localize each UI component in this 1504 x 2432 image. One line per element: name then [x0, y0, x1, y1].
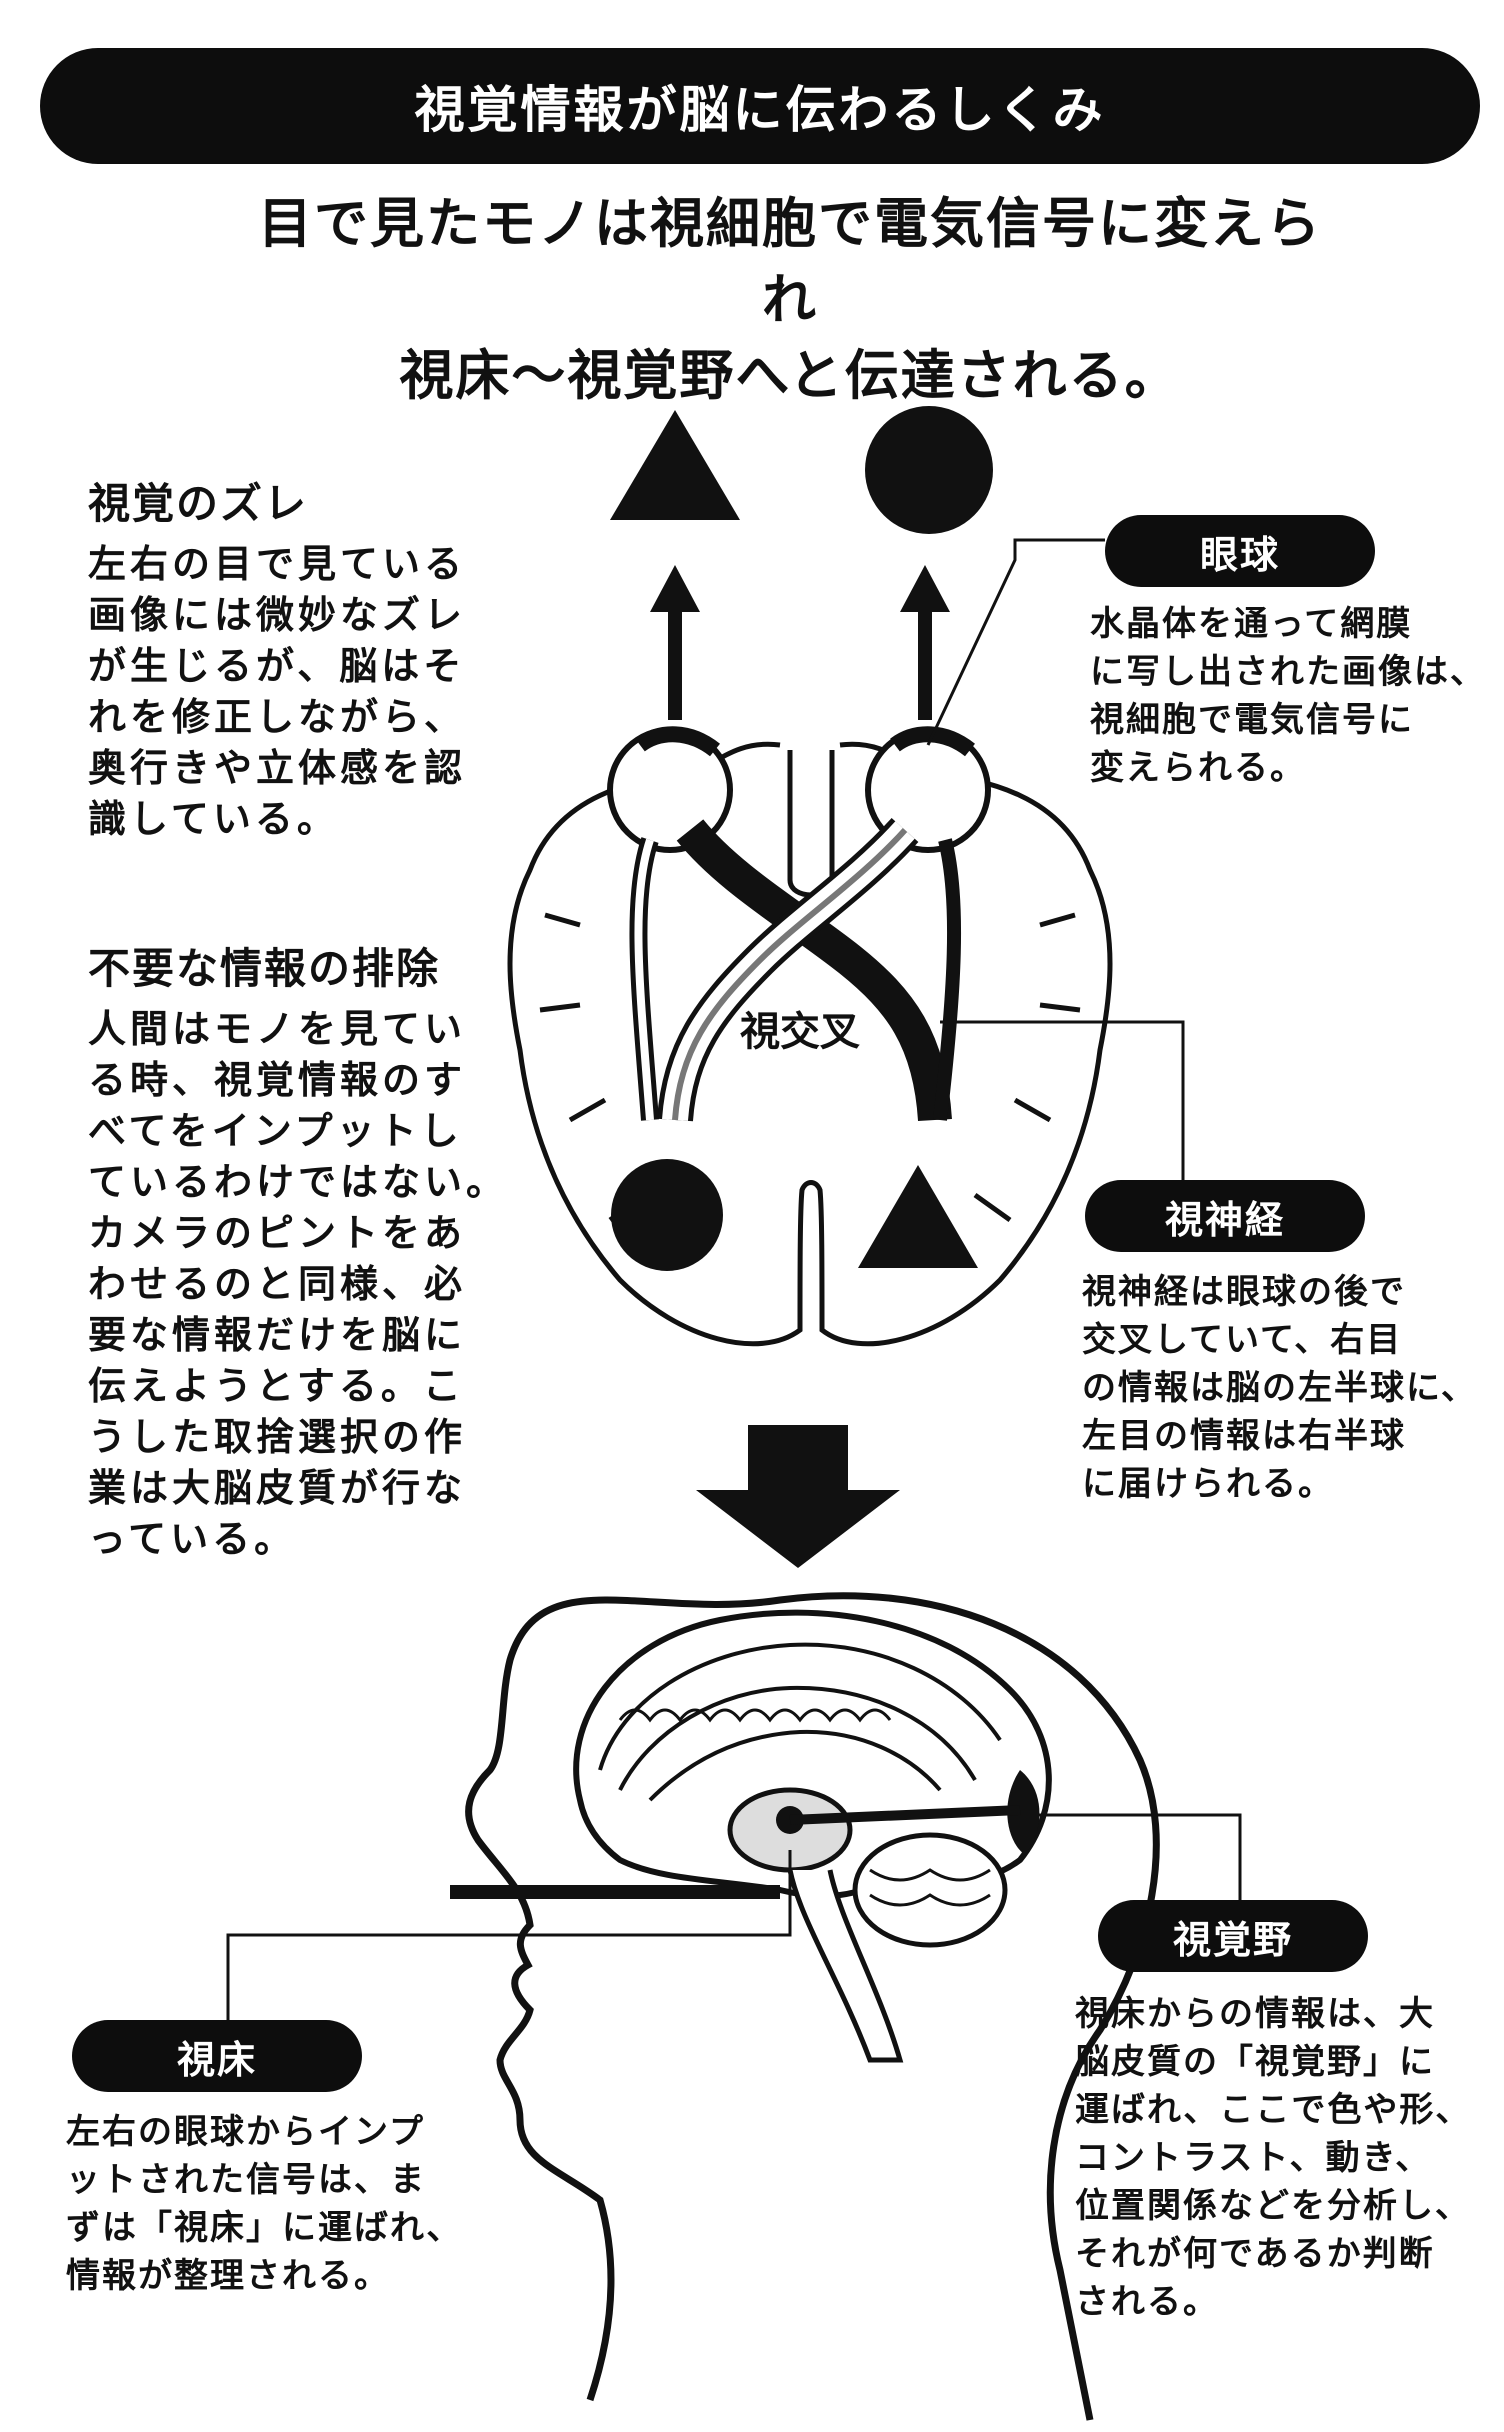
- note-exclusion-heading: 不要な情報の排除: [88, 944, 441, 993]
- thalamus-label-pill: 視床: [72, 2020, 362, 2092]
- brain-sagittal-view: [573, 1609, 1052, 2063]
- circle-object-right: [865, 406, 993, 534]
- up-arrow-right: [900, 565, 950, 720]
- eyeball-right: [865, 726, 991, 853]
- brain-fissure-top: [787, 750, 835, 898]
- note-visual-shift: 視覚のズレ 左右の目で見ている 画像には微妙なズレ が生じるが、脳はそ れを修正…: [88, 470, 508, 845]
- note-visual-shift-heading: 視覚のズレ: [88, 479, 309, 528]
- eyeball-description: 水晶体を通って網膜 に写し出された画像は、 視細胞で電気信号に 変えられる。: [1090, 604, 1486, 788]
- optic-chiasm-label: 視交叉: [740, 1009, 860, 1055]
- optic-nerve-label: 視神経: [1164, 1197, 1285, 1242]
- thalamus-label: 視床: [176, 2037, 257, 2082]
- optic-nerve-label-pill: 視神経: [1085, 1180, 1365, 1252]
- page-title: 視覚情報が脳に伝わるしくみ: [414, 81, 1106, 139]
- eyeball-label-pill: 眼球: [1105, 515, 1375, 587]
- circle-projection-left: [611, 1159, 723, 1271]
- eyeball-leader-line: [926, 538, 1105, 746]
- subtitle-line-1: 目で見たモノは視細胞で電気信号に変えられ: [258, 192, 1322, 331]
- brain-top-view-outline: [507, 741, 1113, 1347]
- eyeball-label: 眼球: [1199, 532, 1280, 577]
- visual-cortex-label: 視覚野: [1172, 1917, 1293, 1962]
- optic-nerves: [629, 817, 962, 1122]
- note-exclusion: 不要な情報の排除 人間はモノを見てい る時、視覚情報のす べてをインプットし て…: [88, 935, 528, 1565]
- thalamus-description: 左右の眼球からインプ ットされた信号は、ま ずは「視床」に運ばれ、 情報が整理さ…: [66, 2112, 463, 2296]
- triangle-projection-right: [858, 1165, 978, 1268]
- visual-cortex-label-pill: 視覚野: [1098, 1900, 1368, 1972]
- optic-nerve-description: 視神経は眼球の後で 交叉していて、右目 の情報は脳の左半球に、 左目の情報は右半…: [1082, 1272, 1477, 1504]
- subtitle: 目で見たモノは視細胞で電気信号に変えられ 視床〜視覚野へと伝達される。: [250, 186, 1330, 414]
- thalamus-to-cortex-ray: [789, 1805, 1021, 1825]
- title-banner: 視覚情報が脳に伝わるしくみ: [40, 48, 1480, 164]
- up-arrow-left: [650, 565, 700, 720]
- visual-cortex-description: 視床からの情報は、大 脳皮質の「視覚野」に 運ばれ、ここで色や形、 コントラスト…: [1075, 1994, 1472, 2322]
- triangle-object-left: [610, 410, 740, 520]
- head-silhouette-outline: [465, 1592, 1160, 2421]
- eyeball-left: [607, 726, 733, 853]
- note-exclusion-body: 人間はモノを見てい る時、視覚情報のす べてをインプットし ているわけではない。…: [88, 1007, 509, 1561]
- optic-nerve-leader-line: [940, 1020, 1185, 1195]
- down-arrow: [696, 1425, 900, 1568]
- visual-cortex-leader-line: [1035, 1813, 1242, 1915]
- subtitle-line-2: 視床〜視覚野へと伝達される。: [399, 344, 1181, 407]
- note-visual-shift-body: 左右の目で見ている 画像には微妙なズレ が生じるが、脳はそ れを修正しながら、 …: [88, 542, 467, 841]
- thalamus-leader-line: [226, 1850, 792, 2035]
